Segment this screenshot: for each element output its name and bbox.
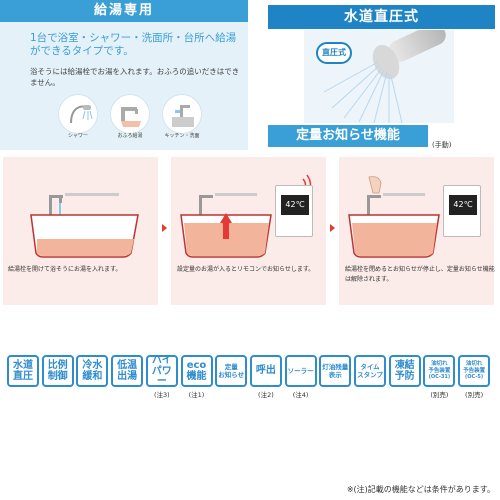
feature-badge-label: スタンプ xyxy=(357,370,383,379)
feature-badge-label: 予防 xyxy=(394,370,415,382)
feature-badge: ハイパワー xyxy=(145,354,178,387)
feature-badge-label: タイム xyxy=(360,363,380,371)
feature-badge-label: 制御 xyxy=(47,370,68,382)
feature-badge: タイムスタンプ xyxy=(354,355,386,387)
step-1-caption: 給湯栓を開けて浴そうにお湯を入れます。 xyxy=(8,266,122,273)
feature-badge: 水道直圧 xyxy=(7,355,39,387)
feature-badge-label: eco xyxy=(186,359,207,371)
feature-badge-label: 予告装置 xyxy=(463,367,486,374)
step-2: 42℃ xyxy=(171,157,326,305)
feature-badge-label: 油切れ xyxy=(431,361,448,367)
bathtub-illustration-3 xyxy=(348,176,440,258)
feature-badge: 定量お知らせ xyxy=(215,355,248,387)
footer-note: ※(注)記載の機能などは条件があります。 xyxy=(346,485,495,494)
teiryo-sub: (手動) xyxy=(432,141,452,149)
feature-badge: 冷水緩和 xyxy=(76,355,109,387)
feature-badge-label: 緩和 xyxy=(82,370,103,382)
feature-badge-label: お知らせ xyxy=(218,370,245,379)
feature-badge-note: (別売) xyxy=(430,391,449,399)
step-1 xyxy=(3,157,158,305)
feature-badge: 凍結予防 xyxy=(388,355,421,387)
kyuto-note: 浴そうには給湯栓でお湯を入れます。おふろの追いだきはできません。 xyxy=(30,67,240,87)
remote-temp: 42℃ xyxy=(281,195,309,215)
remote-temp: 42℃ xyxy=(449,195,477,215)
arrow-right-icon xyxy=(330,224,335,232)
shower-label: シャワー xyxy=(67,133,88,139)
feature-badge-note: (注3) xyxy=(153,391,170,399)
feature-badge-label: (OC-5) xyxy=(465,374,484,380)
feature-badge-label: 機能 xyxy=(186,370,207,382)
feature-badge-label: ソーラー xyxy=(287,366,314,375)
teiryo-title: 定量お知らせ機能 xyxy=(268,125,428,147)
feature-badge-label: 低温 xyxy=(117,359,138,371)
suido-title: 水道直圧式 xyxy=(268,5,495,29)
kyuto-title: 給湯専用 xyxy=(0,0,248,22)
feature-badge-label: (OC-31) xyxy=(428,374,451,380)
bathtub-illustration-2 xyxy=(180,174,312,258)
feature-badge-label: 油切れ xyxy=(465,361,483,367)
feature-badge: 油切れ予告装置(OC-5) xyxy=(458,355,491,387)
step-3: 42℃ xyxy=(339,157,494,305)
step-3-caption: 給湯栓を閉めるとお知らせが停止し、定量お知らせ機能は解除されます。 xyxy=(345,266,495,283)
feature-badge-label: 凍結 xyxy=(394,359,415,371)
feature-badge-label: 定量 xyxy=(224,363,238,371)
shower-photo xyxy=(304,30,454,123)
remote-controller: 42℃ xyxy=(275,185,313,237)
feature-badge: 低温出湯 xyxy=(111,355,144,387)
feature-badge: 油切れ予告装置(OC-31) xyxy=(423,355,456,387)
faucet-icon xyxy=(110,94,150,134)
feature-badge-label: パワー xyxy=(151,365,172,387)
feature-badge-note: (注4) xyxy=(292,391,309,399)
feature-badge-note: (注1) xyxy=(188,391,205,399)
feature-badge-label: 出湯 xyxy=(117,370,138,382)
feature-badge-label: ハイ xyxy=(151,354,172,366)
arrow-right-icon xyxy=(162,224,167,232)
feature-badge-label: 灯油残量 xyxy=(322,363,349,371)
remote-controller: 42℃ xyxy=(443,185,481,237)
feature-badge-label: 予告装置 xyxy=(428,367,451,374)
kyuto-lead: 1台で浴室・シャワー・洗面所・台所へ給湯ができるタイプです。 xyxy=(30,32,237,57)
step-2-caption: 設定量のお湯が入るとリモコンでお知らせします。 xyxy=(177,266,315,273)
feature-badge: 呼出 xyxy=(249,355,282,387)
feature-badge-label: 水道 xyxy=(13,359,33,371)
kitchen-label: キッチン・洗面 xyxy=(164,133,200,139)
shower-icon xyxy=(58,94,98,134)
chokuatsu-badge: 直圧式 xyxy=(316,42,352,64)
feature-badge-label: 比例 xyxy=(47,359,68,371)
feature-badge-note: (別売) xyxy=(465,391,484,399)
feature-badge: 比例制御 xyxy=(41,355,74,387)
feature-badge-label: 表示 xyxy=(328,370,342,379)
feature-badge: 灯油残量表示 xyxy=(319,355,352,387)
feature-badge-note: (注2) xyxy=(258,391,274,399)
faucet-label: おふろ給湯 xyxy=(117,133,143,139)
kitchen-icon xyxy=(162,94,202,134)
feature-badge-label: 冷水 xyxy=(82,359,103,371)
feature-badge-label: 直圧 xyxy=(13,370,33,382)
feature-badge-label: 呼出 xyxy=(255,365,276,376)
bathtub-illustration-1 xyxy=(30,193,139,258)
feature-badge: ソーラー xyxy=(284,355,317,387)
